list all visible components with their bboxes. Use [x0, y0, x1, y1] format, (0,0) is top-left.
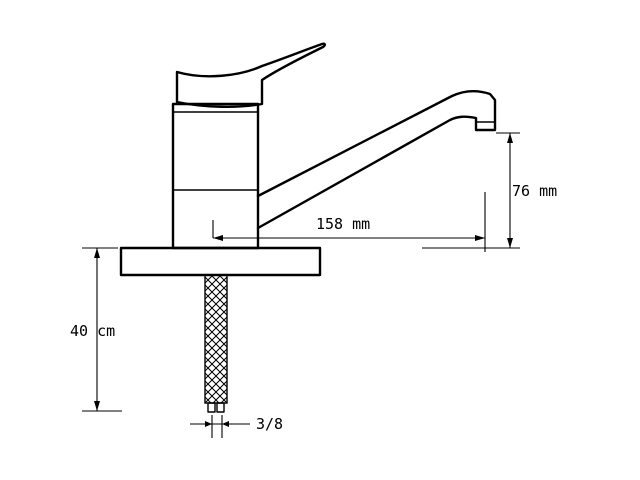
spout-height-label: 76 mm: [512, 182, 557, 200]
spout-reach-label: 158 mm: [316, 215, 370, 233]
valve-body: [171, 102, 260, 250]
dimension-spout-reach: 158 mm: [212, 192, 486, 252]
dimension-spout-height: 76 mm: [422, 132, 557, 249]
lever-handle: [175, 42, 326, 108]
connection-size-label: 3/8: [256, 415, 283, 433]
swivel-spout: [256, 90, 497, 230]
mounting-base: [119, 246, 322, 277]
braided-hose: [204, 274, 228, 413]
hose-length-label: 40 cm: [70, 322, 115, 340]
dimension-connection-size: 3/8: [190, 415, 283, 438]
dimension-hose-length: 40 cm: [70, 247, 122, 412]
